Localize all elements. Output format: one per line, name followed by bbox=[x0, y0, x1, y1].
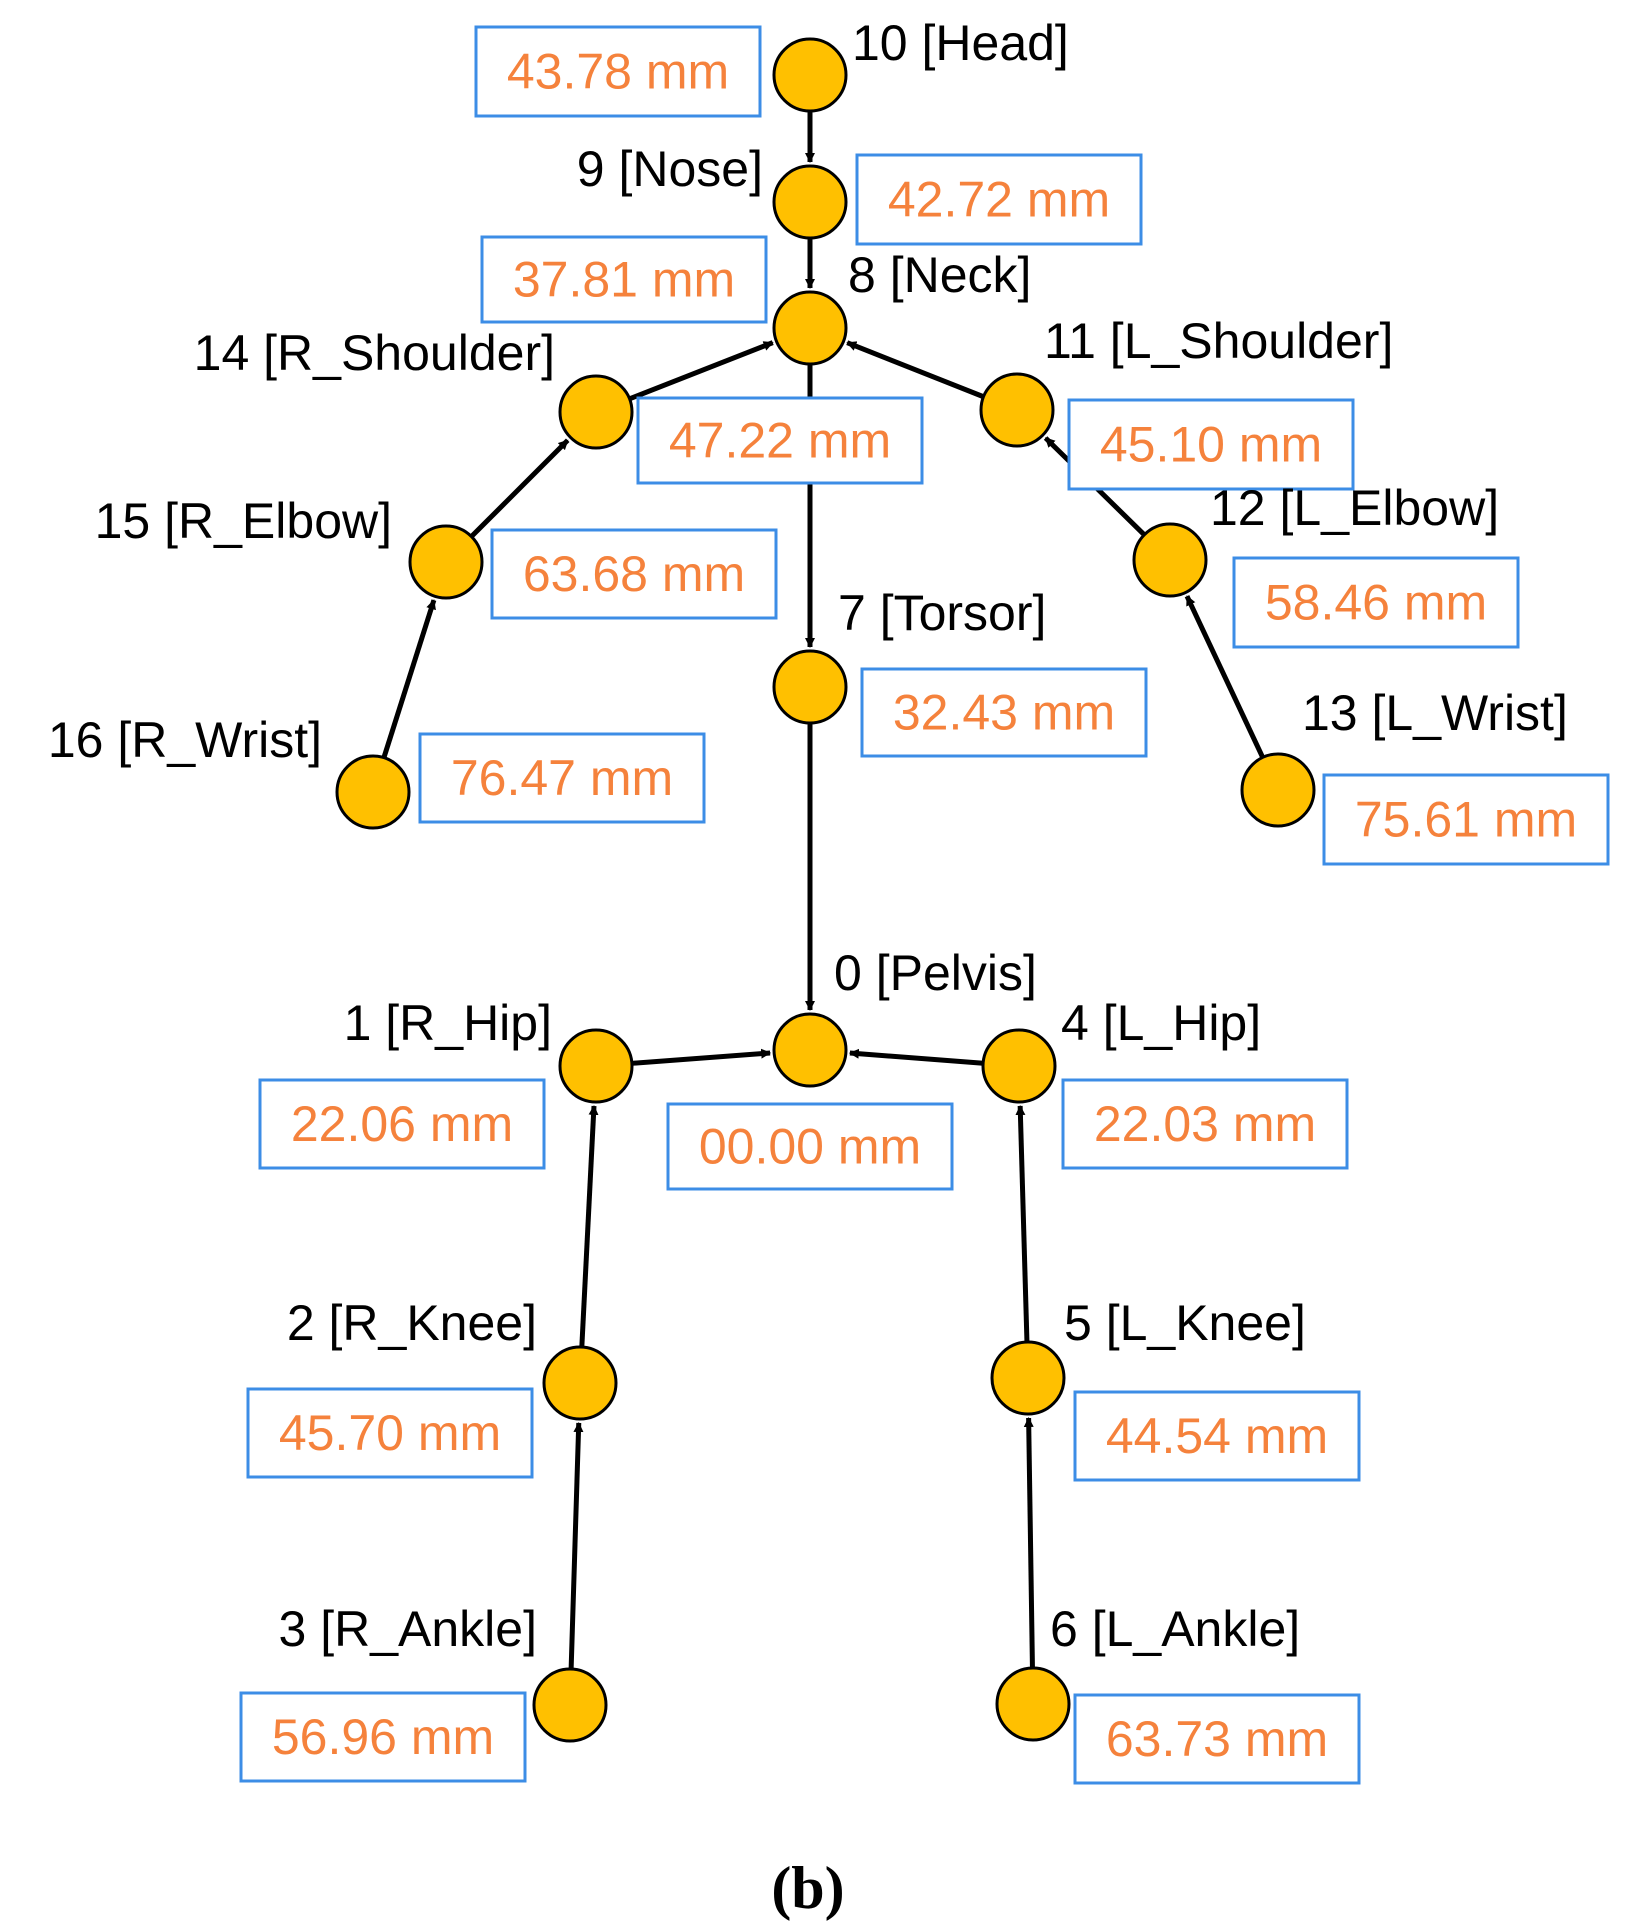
joint-label-5: 5 [L_Knee] bbox=[1064, 1295, 1306, 1351]
error-value-joint-8: 37.81 mm bbox=[513, 252, 735, 308]
joint-node-16 bbox=[335, 754, 411, 830]
error-value-joint-2: 45.70 mm bbox=[279, 1405, 501, 1461]
edges-layer bbox=[381, 111, 1265, 1670]
error-box-joint-7 bbox=[860, 667, 1148, 758]
error-box-joint-12 bbox=[1232, 556, 1520, 649]
error-value-joint-10: 43.78 mm bbox=[507, 44, 729, 100]
error-box-joint-13 bbox=[1322, 773, 1610, 866]
joint-node-1 bbox=[558, 1028, 634, 1104]
joint-label-14: 14 [R_Shoulder] bbox=[194, 325, 555, 381]
error-value-joint-16: 76.47 mm bbox=[451, 750, 673, 806]
edge-6-to-5 bbox=[1023, 1416, 1035, 1669]
edge-13-to-12 bbox=[1184, 595, 1265, 759]
joint-label-13: 13 [L_Wrist] bbox=[1302, 685, 1568, 741]
error-box-joint-3 bbox=[239, 1691, 527, 1783]
joint-node-12 bbox=[1132, 522, 1208, 598]
joint-label-10: 10 [Head] bbox=[852, 15, 1069, 71]
joint-label-0: 0 [Pelvis] bbox=[834, 945, 1037, 1001]
edge-16-to-15 bbox=[381, 599, 437, 759]
error-box-joint-4 bbox=[1061, 1078, 1349, 1170]
joint-node-3 bbox=[532, 1667, 608, 1743]
joint-label-15: 15 [R_Elbow] bbox=[95, 493, 392, 549]
edge-14-to-8 bbox=[628, 340, 774, 402]
joint-label-11: 11 [L_Shoulder] bbox=[1044, 313, 1393, 369]
error-value-joint-1: 22.06 mm bbox=[291, 1096, 513, 1152]
joint-label-12: 12 [L_Elbow] bbox=[1210, 480, 1499, 536]
joint-node-4 bbox=[981, 1028, 1057, 1104]
joint-node-0 bbox=[772, 1012, 848, 1088]
joint-node-10 bbox=[772, 37, 848, 113]
joint-node-7 bbox=[772, 649, 848, 725]
error-box-joint-15 bbox=[490, 528, 778, 620]
joint-label-9: 9 [Nose] bbox=[577, 141, 763, 197]
error-box-joint-14 bbox=[636, 396, 924, 485]
error-value-joint-0: 00.00 mm bbox=[699, 1119, 921, 1175]
error-value-joint-13: 75.61 mm bbox=[1355, 792, 1577, 848]
error-box-joint-2 bbox=[246, 1387, 534, 1479]
figure-caption: (b) bbox=[771, 1855, 844, 1921]
joint-node-2 bbox=[542, 1345, 618, 1421]
error-value-joint-14: 47.22 mm bbox=[669, 413, 891, 469]
labels-layer: 0 [Pelvis] 1 [R_Hip] 2 [R_Knee] 3 [R_Ankle]… bbox=[48, 15, 1568, 1657]
error-box-joint-5 bbox=[1073, 1390, 1361, 1482]
error-value-joint-12: 58.46 mm bbox=[1265, 575, 1487, 631]
joint-node-9 bbox=[772, 164, 848, 240]
error-box-joint-8 bbox=[480, 235, 768, 324]
nodes-layer bbox=[335, 37, 1316, 1743]
edge-5-to-4 bbox=[1015, 1104, 1030, 1343]
joint-label-2: 2 [R_Knee] bbox=[287, 1295, 537, 1351]
edge-2-to-1 bbox=[579, 1104, 599, 1348]
error-box-joint-16 bbox=[418, 732, 706, 824]
joint-node-8 bbox=[772, 290, 848, 366]
joint-label-6: 6 [L_Ankle] bbox=[1050, 1601, 1300, 1657]
error-box-joint-0 bbox=[666, 1102, 954, 1191]
error-box-joint-11 bbox=[1067, 398, 1355, 491]
error-value-joint-15: 63.68 mm bbox=[523, 546, 745, 602]
error-value-joint-9: 42.72 mm bbox=[888, 172, 1110, 228]
edge-15-to-14 bbox=[469, 438, 570, 539]
error-box-joint-9 bbox=[855, 153, 1143, 246]
error-value-joint-11: 45.10 mm bbox=[1100, 417, 1322, 473]
joint-label-4: 4 [L_Hip] bbox=[1061, 995, 1261, 1051]
joint-label-8: 8 [Neck] bbox=[848, 247, 1031, 303]
joint-node-14 bbox=[558, 374, 634, 450]
edge-11-to-8 bbox=[846, 340, 985, 400]
edge-4-to-0 bbox=[848, 1048, 984, 1066]
error-value-joint-7: 32.43 mm bbox=[893, 685, 1115, 741]
joint-label-3: 3 [R_Ankle] bbox=[279, 1601, 537, 1657]
error-value-joint-4: 22.03 mm bbox=[1094, 1096, 1316, 1152]
error-boxes-layer: 00.00 mm 22.06 mm 45.70 mm 56.96 mm 22.03 mm… bbox=[239, 25, 1610, 1785]
error-value-joint-5: 44.54 mm bbox=[1106, 1408, 1328, 1464]
joint-node-15 bbox=[408, 524, 484, 600]
error-box-joint-1 bbox=[258, 1078, 546, 1170]
joint-node-5 bbox=[990, 1340, 1066, 1416]
joint-node-13 bbox=[1240, 752, 1316, 828]
joint-label-1: 1 [R_Hip] bbox=[344, 995, 552, 1051]
joint-node-11 bbox=[979, 372, 1055, 448]
edge-3-to-2 bbox=[568, 1421, 584, 1670]
joint-node-6 bbox=[995, 1666, 1071, 1742]
error-value-joint-6: 63.73 mm bbox=[1106, 1711, 1328, 1767]
joint-label-7: 7 [Torsor] bbox=[838, 585, 1046, 641]
error-box-joint-10 bbox=[474, 25, 762, 118]
error-box-joint-6 bbox=[1073, 1693, 1361, 1785]
edge-1-to-0 bbox=[631, 1048, 772, 1066]
error-value-joint-3: 56.96 mm bbox=[272, 1709, 494, 1765]
joint-label-16: 16 [R_Wrist] bbox=[48, 712, 322, 768]
